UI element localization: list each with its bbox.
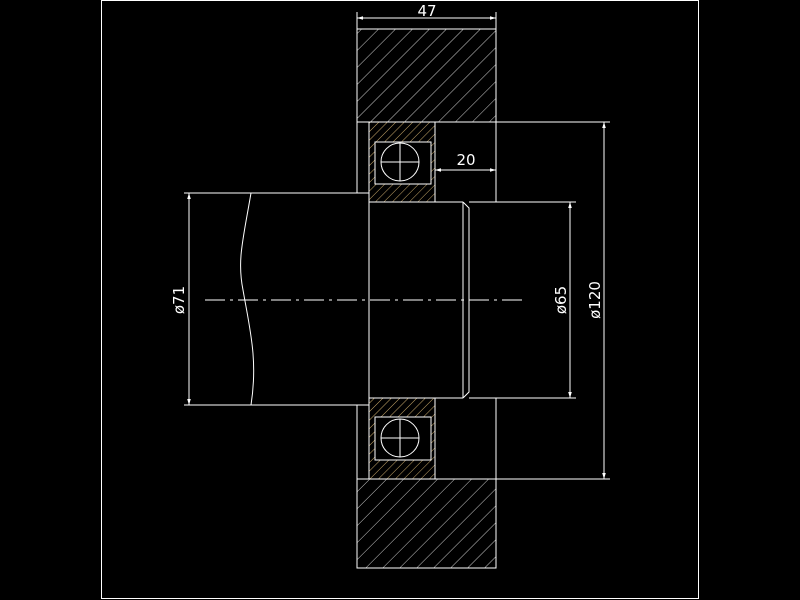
dimension-width: 47	[356, 2, 497, 29]
dimension-shoulder: 20	[434, 122, 497, 178]
bearing-lower	[368, 397, 436, 480]
housing-upper-section	[356, 28, 497, 123]
dimension-bore-diameter: ø65	[469, 201, 576, 399]
dimension-bore-diameter-label: ø65	[552, 286, 570, 314]
dimension-shoulder-label: 20	[456, 151, 475, 169]
shaft-break-line	[240, 192, 255, 406]
dimension-shaft-diameter: ø71	[170, 192, 191, 406]
dimension-width-label: 47	[417, 2, 436, 20]
bearing-upper	[368, 121, 436, 203]
dimension-outer-diameter: ø120	[435, 121, 610, 480]
shaft	[190, 192, 470, 406]
dimension-shaft-diameter-label: ø71	[170, 286, 188, 314]
housing-lower-section	[356, 478, 497, 569]
dimension-outer-diameter-label: ø120	[586, 281, 604, 319]
drawing-frame	[101, 0, 699, 599]
